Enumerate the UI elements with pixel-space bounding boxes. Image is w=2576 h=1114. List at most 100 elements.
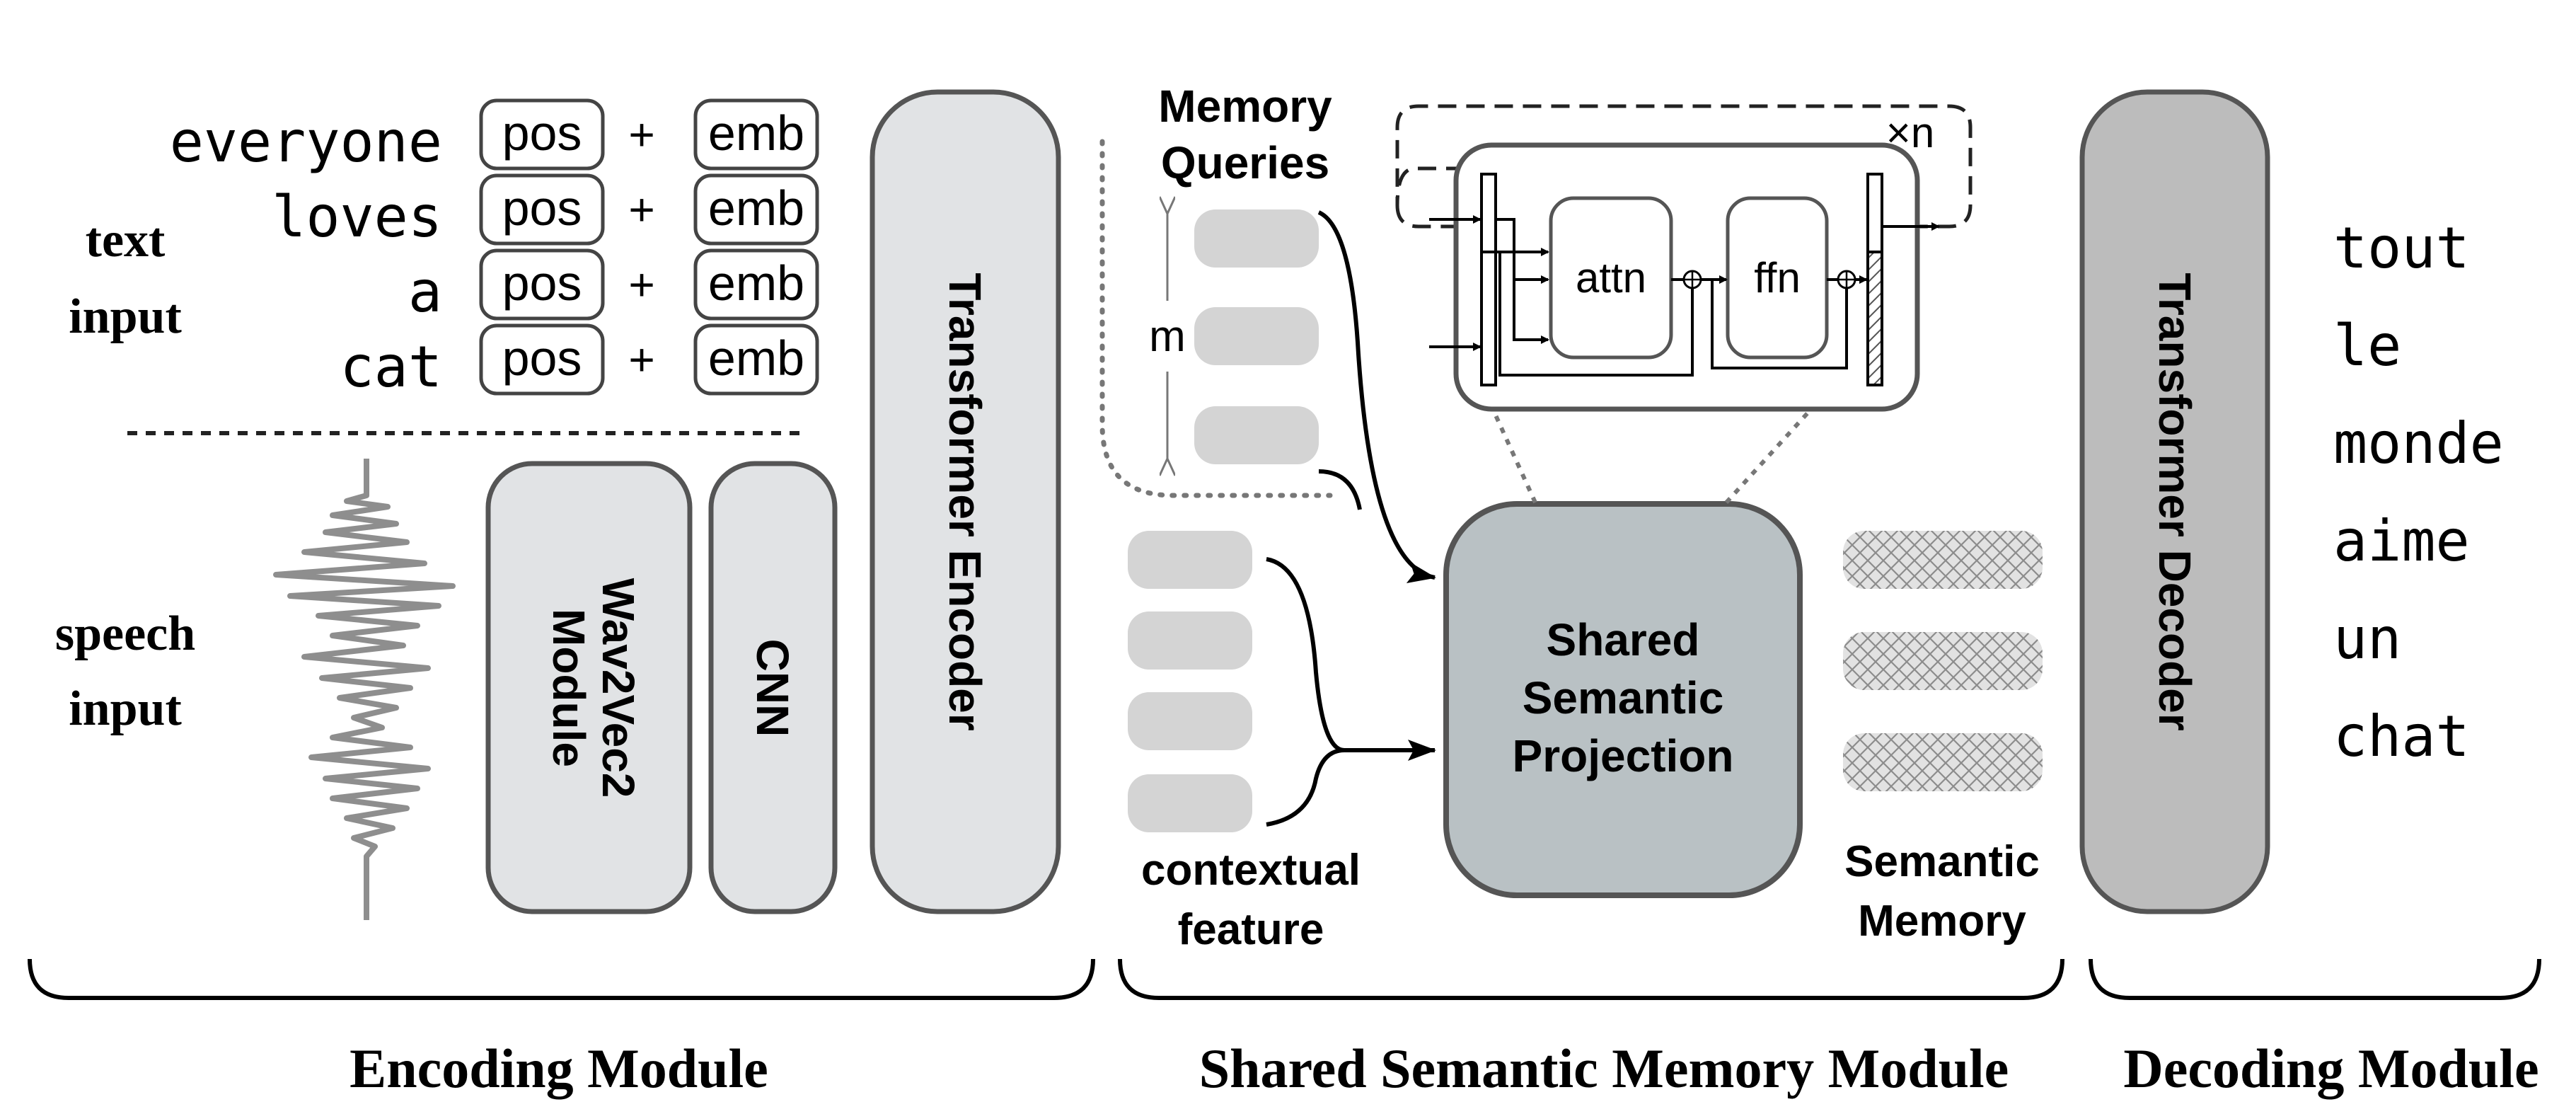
input-word: everyone: [170, 109, 442, 175]
wav2vec2-module: Wav2Vec2 Module: [485, 461, 693, 914]
transformer-encoder-box: [870, 89, 1061, 914]
wav2vec2-box: [485, 461, 693, 914]
pos-label: pos: [502, 255, 582, 311]
contextual-feature: [1128, 774, 1252, 832]
token-row: pos + emb: [479, 173, 819, 246]
input-word: loves: [272, 184, 442, 250]
encoding-module-label: Encoding Module: [350, 1038, 768, 1099]
memory-query: [1194, 307, 1319, 365]
output-word: monde: [2333, 410, 2504, 476]
semantic-memory: Semantic Memory: [1843, 531, 2043, 946]
attn-residual: [1498, 252, 1694, 377]
shared-semantic-projection: Shared Semantic Projection: [1443, 501, 1803, 898]
transformer-decoder: Transformer Decoder: [2079, 89, 2270, 914]
pos-label: pos: [502, 331, 582, 386]
emb-box: [693, 323, 819, 396]
attn-query-flow: [1496, 218, 1549, 284]
projection-label-line2: Semantic: [1523, 672, 1724, 723]
transformer-encoder: Transformer Encoder: [870, 89, 1061, 914]
pos-box: [479, 98, 605, 171]
repeat-outline-tail: [1395, 205, 1456, 229]
decoding-bracket: [2089, 958, 2541, 1000]
memory-query: [1194, 209, 1319, 268]
text-input-label-line2: input: [69, 289, 182, 344]
semantic-memory-line2: Memory: [1858, 897, 2026, 946]
semantic-memory-slot: [1843, 632, 2043, 690]
feature-to-projection-arrow: [1266, 557, 1436, 761]
emb-label: emb: [708, 255, 804, 311]
memory-module-label: Shared Semantic Memory Module: [1199, 1038, 2009, 1099]
output-word: aime: [2333, 508, 2470, 574]
emb-box: [693, 98, 819, 171]
contextual-feature-line1: contextual: [1141, 846, 1361, 895]
pos-label: pos: [502, 105, 582, 161]
ffn-label: ffn: [1754, 254, 1801, 302]
zoom-line-right: [1724, 407, 1813, 505]
plus-sign: +: [628, 184, 654, 235]
contextual-feature: [1128, 692, 1252, 750]
input-word: a: [408, 259, 442, 325]
decoding-module-label: Decoding Module: [2123, 1038, 2539, 1099]
contextual-feature: [1128, 611, 1252, 670]
ffn-box: [1726, 196, 1829, 360]
cnn-label: CNN: [747, 639, 798, 737]
attn-kv-flow: [1513, 280, 1549, 344]
contextual-features: [1128, 531, 1252, 832]
output-words: tout le monde aime un chat: [2333, 215, 2504, 769]
m-label: m: [1149, 312, 1186, 361]
semantic-memory-slot: [1843, 733, 2043, 791]
speech-input-label: speech input: [55, 607, 195, 736]
emb-label: emb: [708, 105, 804, 161]
pos-emb-rows: pos + emb pos + emb pos + emb pos + emb: [479, 98, 819, 396]
projection-label-line3: Projection: [1513, 730, 1734, 781]
emb-box: [693, 173, 819, 246]
pos-box: [479, 323, 605, 396]
encoding-bracket: [28, 958, 1095, 1000]
output-word: chat: [2333, 704, 2470, 769]
text-input-label: text input: [69, 213, 182, 344]
token-row: pos + emb: [479, 98, 819, 171]
memory-queries-line2: Queries: [1161, 137, 1329, 188]
semantic-memory-line1: Semantic: [1844, 837, 2040, 886]
memory-query: [1194, 406, 1319, 464]
memory-bracket: [1118, 958, 2064, 1000]
input-bar: [1480, 173, 1497, 386]
transformer-decoder-box: [2079, 89, 2270, 914]
wav2vec2-label-line2: Module: [543, 609, 594, 767]
cnn-module: CNN: [708, 461, 838, 914]
emb-box: [693, 248, 819, 321]
repeat-outline: [1395, 104, 1973, 229]
memory-queries: [1194, 209, 1319, 464]
output-bar-top: [1866, 173, 1883, 253]
transformer-block-zoom: attn ffn: [1429, 142, 1940, 412]
zoom-line-left: [1491, 408, 1537, 504]
contextual-feature-label: contextual feature: [1141, 846, 1361, 954]
text-input-label-line1: text: [86, 213, 166, 268]
projection-box: [1443, 501, 1803, 898]
output-word: le: [2333, 313, 2401, 379]
projection-label-line1: Shared: [1547, 614, 1700, 665]
transformer-decoder-label: Transformer Decoder: [2149, 272, 2200, 730]
plus-sign: +: [628, 334, 654, 385]
memory-queries-line1: Memory: [1158, 81, 1332, 132]
speech-input-label-line2: input: [69, 682, 182, 736]
plus-sign: +: [628, 259, 654, 310]
wav2vec2-label-line1: Wav2Vec2: [593, 578, 644, 798]
pos-box: [479, 248, 605, 321]
input-word: cat: [340, 334, 443, 400]
waveform-icon: [273, 459, 456, 920]
ffn-residual: [1711, 280, 1848, 369]
pos-label: pos: [502, 180, 582, 236]
query-region-outline: [1099, 139, 1333, 498]
token-row: pos + emb: [479, 323, 819, 396]
contextual-feature-line2: feature: [1178, 905, 1324, 954]
output-word: tout: [2333, 215, 2470, 281]
plus-sign: +: [628, 109, 654, 160]
cnn-box: [708, 461, 838, 914]
feature-merge-line: [1266, 748, 1345, 827]
attn-box: [1549, 196, 1673, 360]
query-to-projection-arrow: [1317, 210, 1436, 583]
output-word: un: [2333, 606, 2401, 672]
